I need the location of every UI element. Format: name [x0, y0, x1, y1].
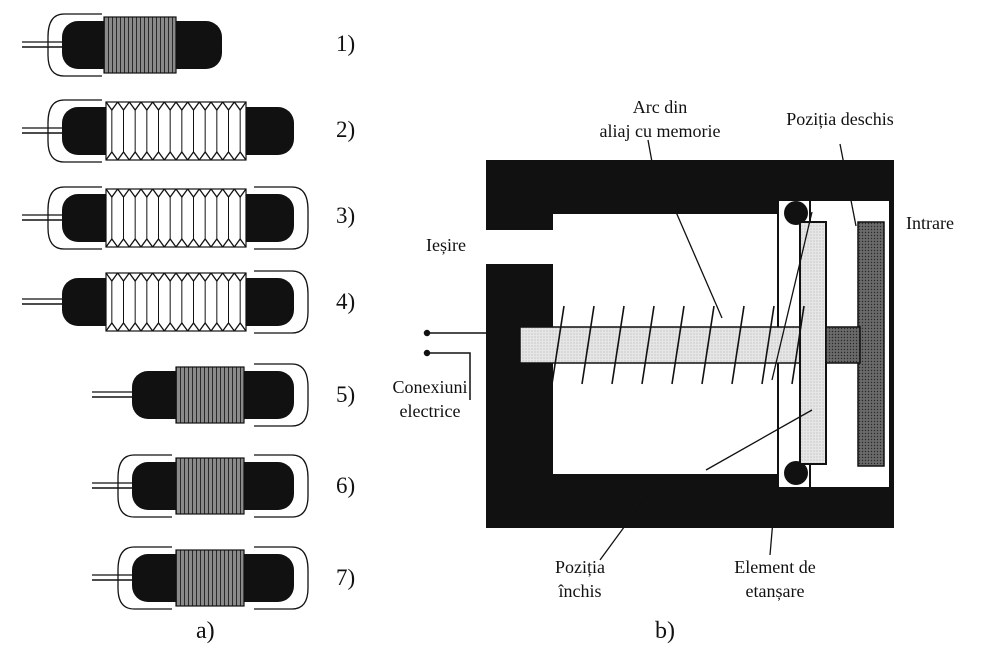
spring-coil-turn	[581, 305, 595, 385]
label-arc-line1: Arc din	[632, 97, 688, 117]
electrical-wires	[423, 329, 486, 400]
actuator-1	[22, 13, 222, 77]
seal-top	[784, 201, 808, 225]
actuator-6	[92, 454, 309, 518]
seal-bottom	[784, 461, 808, 485]
spring-coil-turn	[641, 305, 655, 385]
label-conexiuni-line1: Conexiuni	[392, 377, 468, 397]
spring-coil-turn	[551, 305, 565, 385]
item-label-1: 1)	[336, 31, 356, 56]
label-pozitia-inchis-line2: închis	[558, 581, 602, 601]
actuator-2	[22, 99, 294, 163]
label-intrare: Intrare	[906, 213, 954, 233]
label-conexiuni-line2: electrice	[399, 401, 461, 421]
valve-plate	[799, 221, 827, 465]
label-pozitia-inchis-line1: Poziția	[555, 557, 605, 577]
item-label-7: 7)	[336, 565, 356, 590]
panel-b-caption: b)	[655, 618, 675, 644]
actuator-3	[22, 186, 309, 250]
label-element-line1: Element de	[734, 557, 816, 577]
spring-coil-turn	[701, 305, 715, 385]
item-label-3: 3)	[336, 203, 356, 228]
spring-coil-turn	[791, 305, 805, 385]
memory-alloy-spring	[551, 305, 805, 385]
item-label-5: 5)	[336, 382, 356, 407]
spring-coil-turn	[761, 305, 775, 385]
label-iesire: Ieșire	[426, 235, 466, 255]
actuator-4	[22, 270, 309, 334]
panel-a-caption: a)	[196, 618, 215, 644]
item-label-4: 4)	[336, 289, 356, 314]
valve-open-stem	[825, 326, 861, 364]
leader-lines	[599, 139, 857, 561]
actuator-rod	[519, 326, 813, 364]
spring-coil-turn	[671, 305, 685, 385]
valve-open-plate	[857, 221, 885, 467]
panel-a-actuators	[22, 13, 309, 610]
spring-coil-turn	[611, 305, 625, 385]
outlet-channel	[486, 230, 553, 264]
panel-b-valve	[423, 139, 894, 561]
item-label-2: 2)	[336, 117, 356, 142]
label-pozitia-deschis: Poziția deschis	[786, 109, 894, 129]
actuator-5	[92, 363, 309, 427]
item-label-6: 6)	[336, 473, 356, 498]
actuator-7	[92, 546, 309, 610]
label-arc-line2: aliaj cu memorie	[599, 121, 721, 141]
label-element-line2: etanșare	[745, 581, 805, 601]
spring-coil-turn	[731, 305, 745, 385]
